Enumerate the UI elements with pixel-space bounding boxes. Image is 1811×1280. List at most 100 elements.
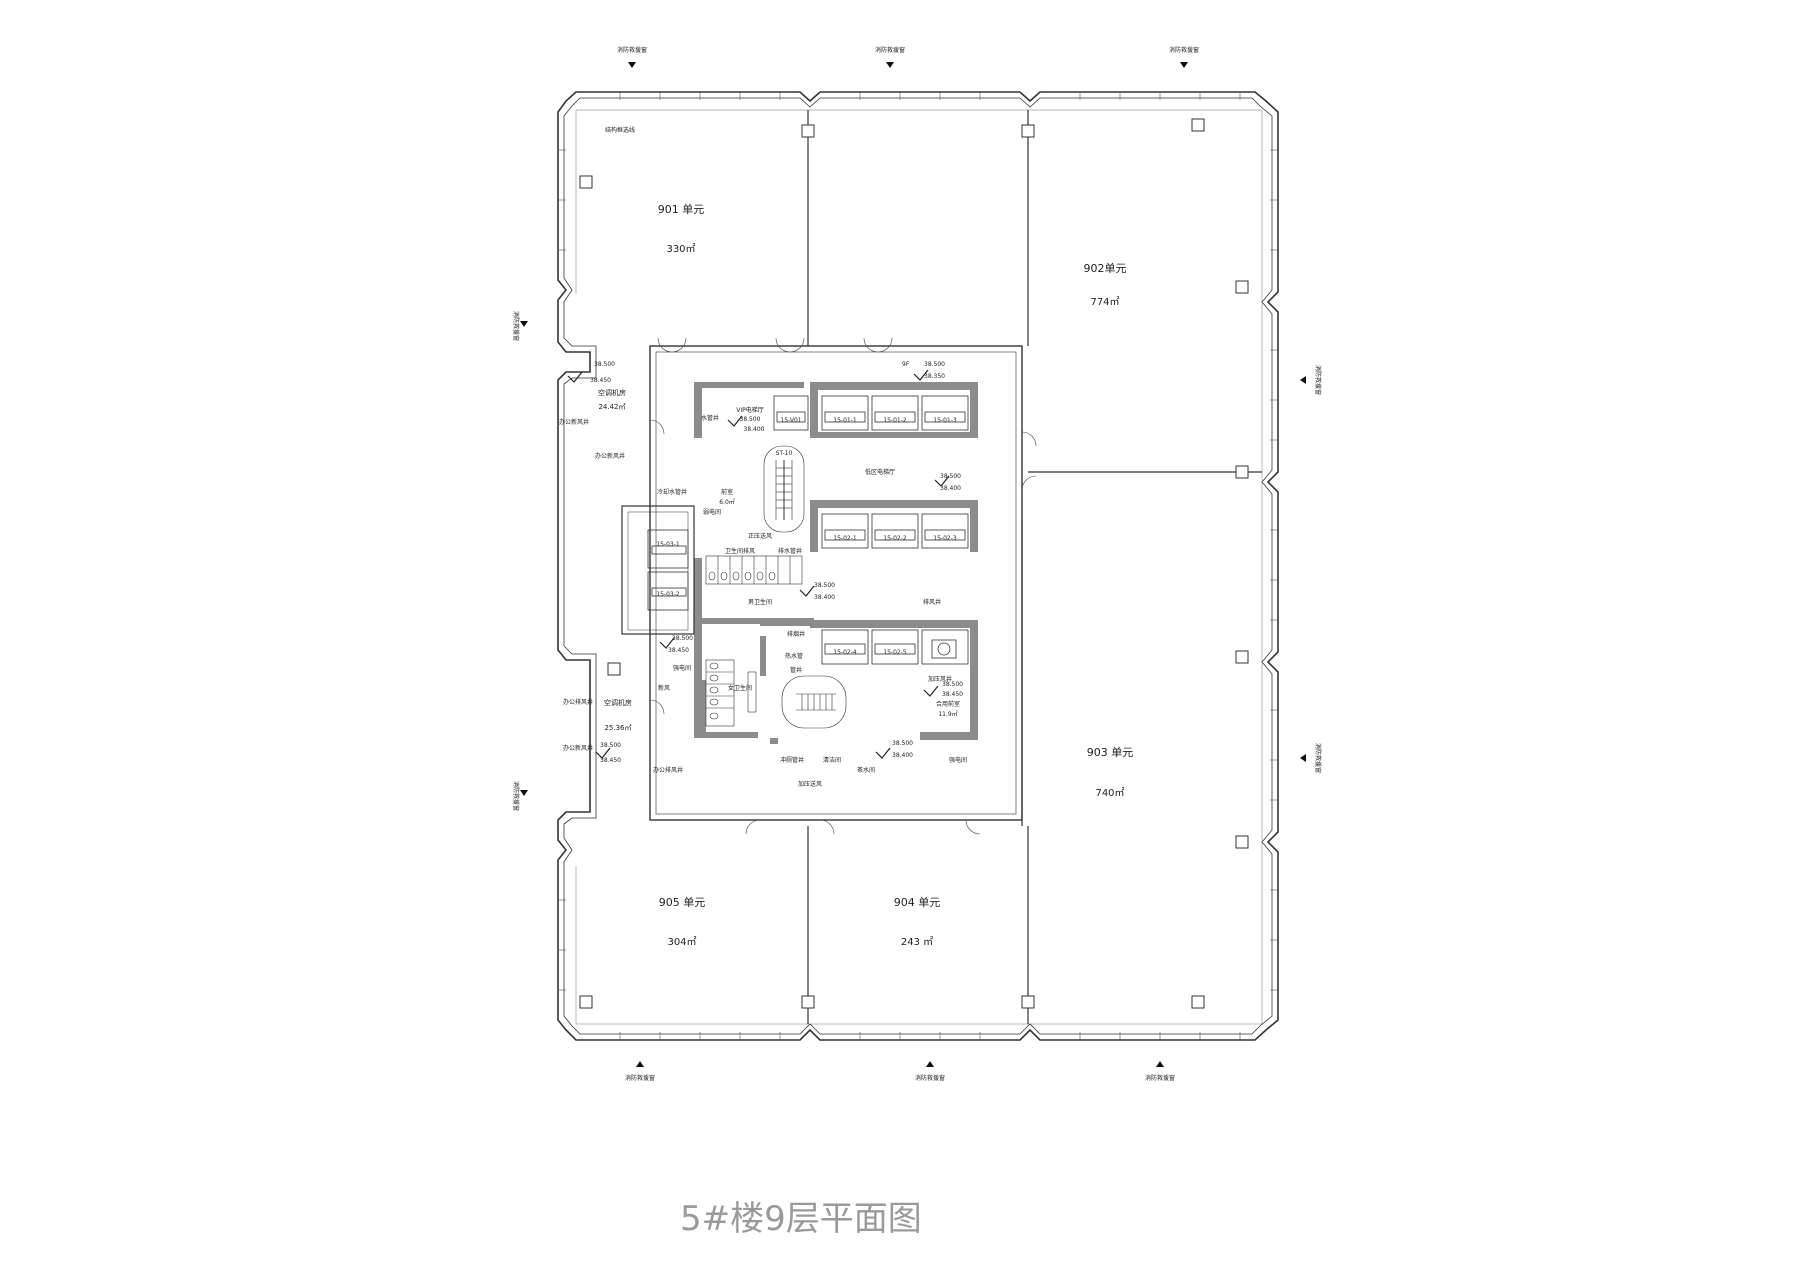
label-fresh-air: 新风 <box>658 684 670 692</box>
floor-marker-floor: 9F <box>902 361 910 368</box>
elevator-15-03-1: 15-03-1 <box>656 541 680 548</box>
elevator-15-02-1: 15-02-1 <box>833 535 857 542</box>
unit-905-name: 905 单元 <box>659 896 706 909</box>
fire-window-label-bottom-2: 消防救援窗 <box>915 1074 945 1082</box>
label-cleaning: 清洁间 <box>823 756 841 764</box>
drawing-title: 5#楼9层平面图 <box>680 1199 922 1239</box>
columns <box>579 118 1249 1009</box>
womens-wc-name: 女卫生间 <box>728 684 752 692</box>
ac-room-top-elev-top: 38.500 <box>594 361 615 368</box>
unit-905-area: 304㎡ <box>667 936 696 948</box>
low-zone-lobby-elev-top: 38.500 <box>940 473 961 480</box>
ac-room-bottom-area: 25.36㎡ <box>604 724 631 732</box>
low-zone-lobby-elev-bottom: 38.400 <box>940 485 961 492</box>
label-pipe: 管井 <box>790 666 802 674</box>
elevator-15-01-1: 15-01-1 <box>833 417 857 424</box>
vip-lobby-elev-top: 38.500 <box>740 416 761 423</box>
corner-note: 结构框选线 <box>605 126 635 134</box>
floor-marker-elev-bottom: 38.350 <box>924 373 945 380</box>
fire-window-label-right-2: 消防救援窗 <box>1314 743 1322 773</box>
elevator-row-1 <box>773 395 969 431</box>
unit-903-area: 740㎡ <box>1095 787 1124 799</box>
smoke-room-area: 6.0㎡ <box>719 498 735 506</box>
mens-wc-elev-bottom: 38.400 <box>814 594 835 601</box>
vip-lobby-elev-bottom: 38.400 <box>744 426 765 433</box>
elevator-row-3 <box>821 629 969 665</box>
bottom-lobby-elev-bottom: 38.400 <box>892 752 913 759</box>
label-toilet-exhaust: 卫生间排风 <box>725 547 755 555</box>
fire-window-label-left-1: 消防救援窗 <box>512 311 520 341</box>
low-zone-lobby-name: 低区电梯厅 <box>865 468 895 476</box>
label-water: 水管井 <box>701 414 719 422</box>
fire-window-label-bottom-3: 消防救援窗 <box>1145 1074 1175 1082</box>
mens-toilet-stalls <box>705 555 803 585</box>
fire-window-markers <box>520 62 1306 1067</box>
elevator-15-02-5: 15-02-5 <box>883 649 907 656</box>
fire-window-label-right-1: 消防救援窗 <box>1314 365 1322 395</box>
vip-lobby-name: VIP电梯厅 <box>736 406 764 414</box>
elevator-15-01-3: 15-01-3 <box>933 417 957 424</box>
unit-904-name: 904 单元 <box>894 896 941 909</box>
stair-st10-label: ST-10 <box>776 450 793 457</box>
label-cooling: 冷却水管井 <box>657 488 687 496</box>
elevator-15-v01: 15-V01 <box>780 417 801 424</box>
elevator-15-02-3: 15-02-3 <box>933 535 957 542</box>
label-office-exhaust: 办公排风井 <box>563 698 593 706</box>
label-weak: 弱电间 <box>703 508 721 516</box>
label-strong-elec: 强电间 <box>949 756 967 764</box>
meter-room-elev-top: 38.500 <box>942 681 963 688</box>
meter-room-elev-bottom: 38.450 <box>942 691 963 698</box>
ac-room-top-name: 空调机房 <box>598 388 626 397</box>
unit-901-area: 330㎡ <box>666 243 695 255</box>
label-elec: 强电间 <box>673 664 691 672</box>
elevator-row-2 <box>821 513 969 549</box>
label-office-air-3: 办公新风井 <box>563 744 593 752</box>
unit-902-area: 774㎡ <box>1090 296 1119 308</box>
unit-901-name: 901 单元 <box>658 203 705 216</box>
label-tea: 茶水间 <box>857 766 875 774</box>
unit-902-name: 902单元 <box>1084 262 1127 275</box>
label-drain: 排水管井 <box>778 547 802 555</box>
mens-wc-elev-top: 38.500 <box>814 582 835 589</box>
fire-window-label-top-1: 消防救援窗 <box>617 46 647 54</box>
meter-room-area: 11.9㎡ <box>938 710 957 718</box>
ac-room-bottom-elev-top: 38.500 <box>600 742 621 749</box>
stair-st10 <box>763 445 805 533</box>
label-smoke: 排烟井 <box>787 630 805 638</box>
unit-903-name: 903 单元 <box>1087 746 1134 759</box>
ac-room-bottom-name: 空调机房 <box>604 698 632 707</box>
label-pressure-2: 加压风井 <box>928 675 952 683</box>
label-flush: 冲厕管井 <box>780 756 804 764</box>
floor-marker-elev-top: 38.500 <box>924 361 945 368</box>
smoke-room-name: 前室 <box>721 488 733 496</box>
label-exhaust: 排风井 <box>923 598 941 606</box>
fire-window-label-top-2: 消防救援窗 <box>875 46 905 54</box>
label-office-air-2: 办公新风井 <box>595 452 625 460</box>
stair-lower <box>781 675 847 729</box>
elevator-15-02-2: 15-02-2 <box>883 535 907 542</box>
womens-toilet-stalls <box>705 659 757 727</box>
core-outline <box>649 345 1023 821</box>
left-corridor-elev-top: 38.500 <box>672 635 693 642</box>
bottom-lobby-elev-top: 38.500 <box>892 740 913 747</box>
meter-room-name: 合用前室 <box>936 700 960 708</box>
building-envelope <box>557 91 1279 1041</box>
label-office-air-4: 办公排风井 <box>653 766 683 774</box>
unit-partitions <box>807 110 1262 1024</box>
fire-window-label-top-3: 消防救援窗 <box>1169 46 1199 54</box>
mens-wc-name: 男卫生间 <box>748 598 772 606</box>
elevator-15-02-4: 15-02-4 <box>833 649 857 656</box>
ac-room-top-area: 24.42㎡ <box>598 403 625 411</box>
ac-room-top-elev-bottom: 38.450 <box>590 377 611 384</box>
elevator-15-01-2: 15-01-2 <box>883 417 907 424</box>
unit-904-area: 243 ㎡ <box>901 936 933 948</box>
elevator-left <box>621 505 695 635</box>
label-hot-water: 热水管 <box>785 652 803 660</box>
core-doors <box>649 337 1037 835</box>
label-pressure-3: 加压送风 <box>798 780 822 788</box>
label-office-air-1: 办公新风井 <box>559 418 589 426</box>
fire-window-label-bottom-1: 消防救援窗 <box>625 1074 655 1082</box>
facade-mullions <box>558 92 1278 1040</box>
label-pressure: 正压送风 <box>748 532 772 540</box>
